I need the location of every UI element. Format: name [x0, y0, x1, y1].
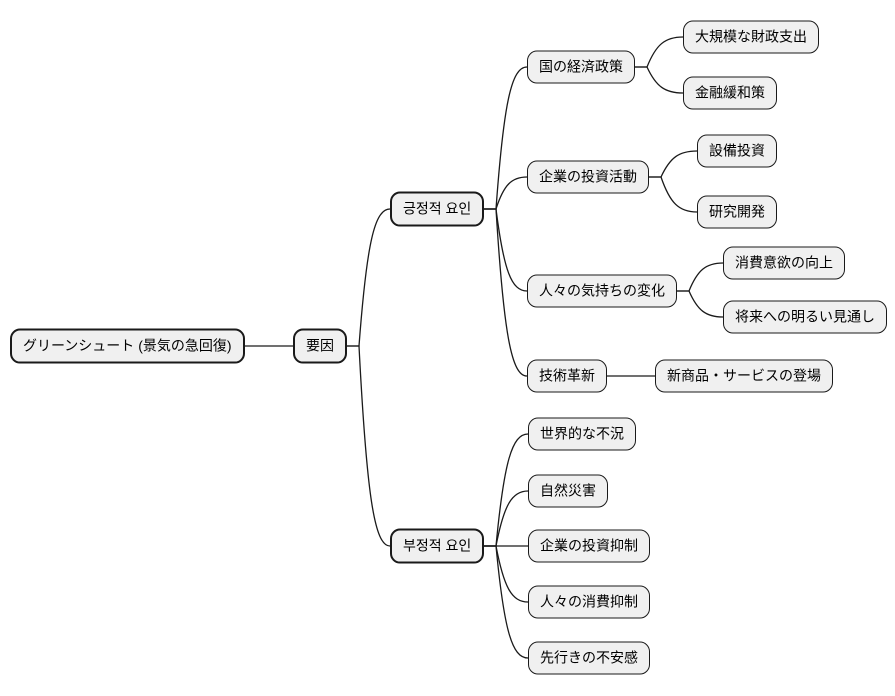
edge-negative-to-consumption-restraint	[483, 545, 529, 603]
edge-negative-to-natural-disaster	[483, 490, 529, 547]
mindmap-node-sentiment-change: 人々の気持ちの変化	[527, 274, 677, 308]
edge-econ-policy-to-fiscal-spending	[634, 36, 684, 68]
mindmap-node-yoin: 要因	[293, 328, 347, 364]
mindmap-node-positive: 긍정적 요인	[390, 191, 485, 227]
edge-yoin-to-positive	[346, 208, 391, 347]
edge-sentiment-change-to-consumption-up	[676, 262, 724, 292]
edge-positive-to-sentiment-change	[483, 208, 528, 292]
mindmap-node-new-products: 新商品・サービスの登場	[655, 359, 833, 393]
mindmap-node-global-recession: 世界的な不況	[528, 417, 636, 451]
mindmap-node-corporate-investment: 企業の投資活動	[527, 160, 649, 194]
mindmap-node-future-anxiety: 先行きの不安感	[528, 641, 650, 675]
mindmap-node-negative: 부정적 요인	[390, 528, 485, 564]
mindmap-node-investment-restraint: 企業の投資抑制	[528, 529, 650, 563]
edge-yoin-to-negative	[346, 345, 391, 547]
mindmap-node-consumption-up: 消費意欲の向上	[723, 246, 845, 280]
mindmap-node-root: グリーンシュート (景気の急回復)	[10, 328, 245, 364]
mindmap-node-consumption-restraint: 人々の消費抑制	[528, 585, 650, 619]
edge-positive-to-corporate-investment	[483, 176, 528, 210]
mindmap-node-natural-disaster: 自然災害	[528, 474, 608, 508]
edge-econ-policy-to-monetary-easing	[634, 66, 684, 94]
mindmap-node-rnd: 研究開発	[697, 195, 777, 229]
edge-corporate-investment-to-rnd	[648, 176, 698, 213]
edge-sentiment-change-to-bright-outlook	[676, 290, 724, 318]
edge-positive-to-tech-innovation	[483, 208, 528, 377]
edge-corporate-investment-to-capex	[648, 150, 698, 178]
edge-negative-to-future-anxiety	[483, 545, 529, 659]
mindmap-node-tech-innovation: 技術革新	[527, 359, 607, 393]
mindmap-node-fiscal-spending: 大規模な財政支出	[683, 20, 819, 54]
mindmap-node-monetary-easing: 金融緩和策	[683, 76, 777, 110]
edge-positive-to-econ-policy	[483, 66, 528, 210]
mindmap-node-capex: 設備投資	[697, 134, 777, 168]
mindmap-node-econ-policy: 国の経済政策	[527, 50, 635, 84]
mindmap-node-bright-outlook: 将来への明るい見通し	[723, 300, 887, 334]
edge-negative-to-global-recession	[483, 433, 529, 547]
